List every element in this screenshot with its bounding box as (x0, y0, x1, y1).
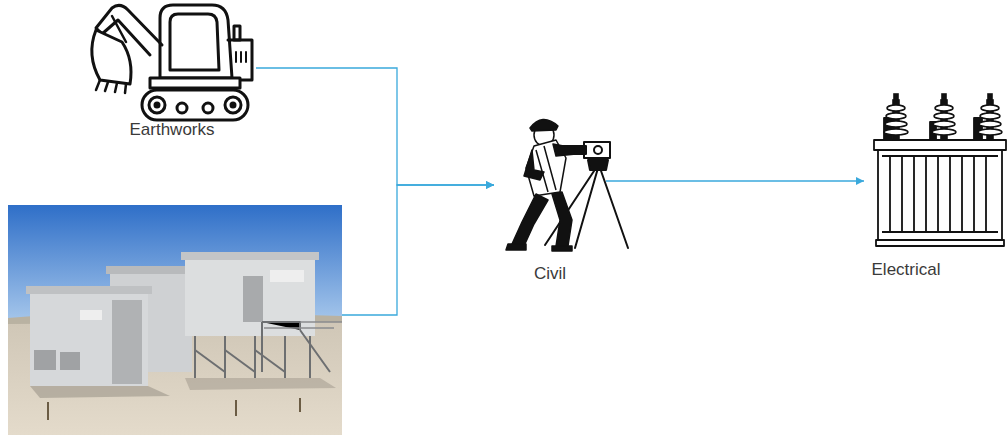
equipment-icon-node: Electrical (864, 92, 948, 280)
arrow-head (856, 177, 864, 185)
equipment-icon-node: Earthworks (88, 0, 256, 140)
connector-line (342, 185, 494, 315)
arrow-head (486, 181, 494, 189)
flow-connector (606, 177, 864, 185)
connector-line (256, 68, 494, 185)
connector-line (606, 180, 864, 181)
photo-node (8, 205, 342, 435)
node-label: Civil (494, 264, 606, 284)
arrow-head (486, 181, 494, 189)
flow-connector (342, 181, 494, 315)
equipment-icon-node: Civil (494, 88, 606, 284)
flow-connector (256, 68, 494, 189)
node-label: Earthworks (88, 120, 256, 140)
node-label: Electrical (864, 260, 948, 280)
